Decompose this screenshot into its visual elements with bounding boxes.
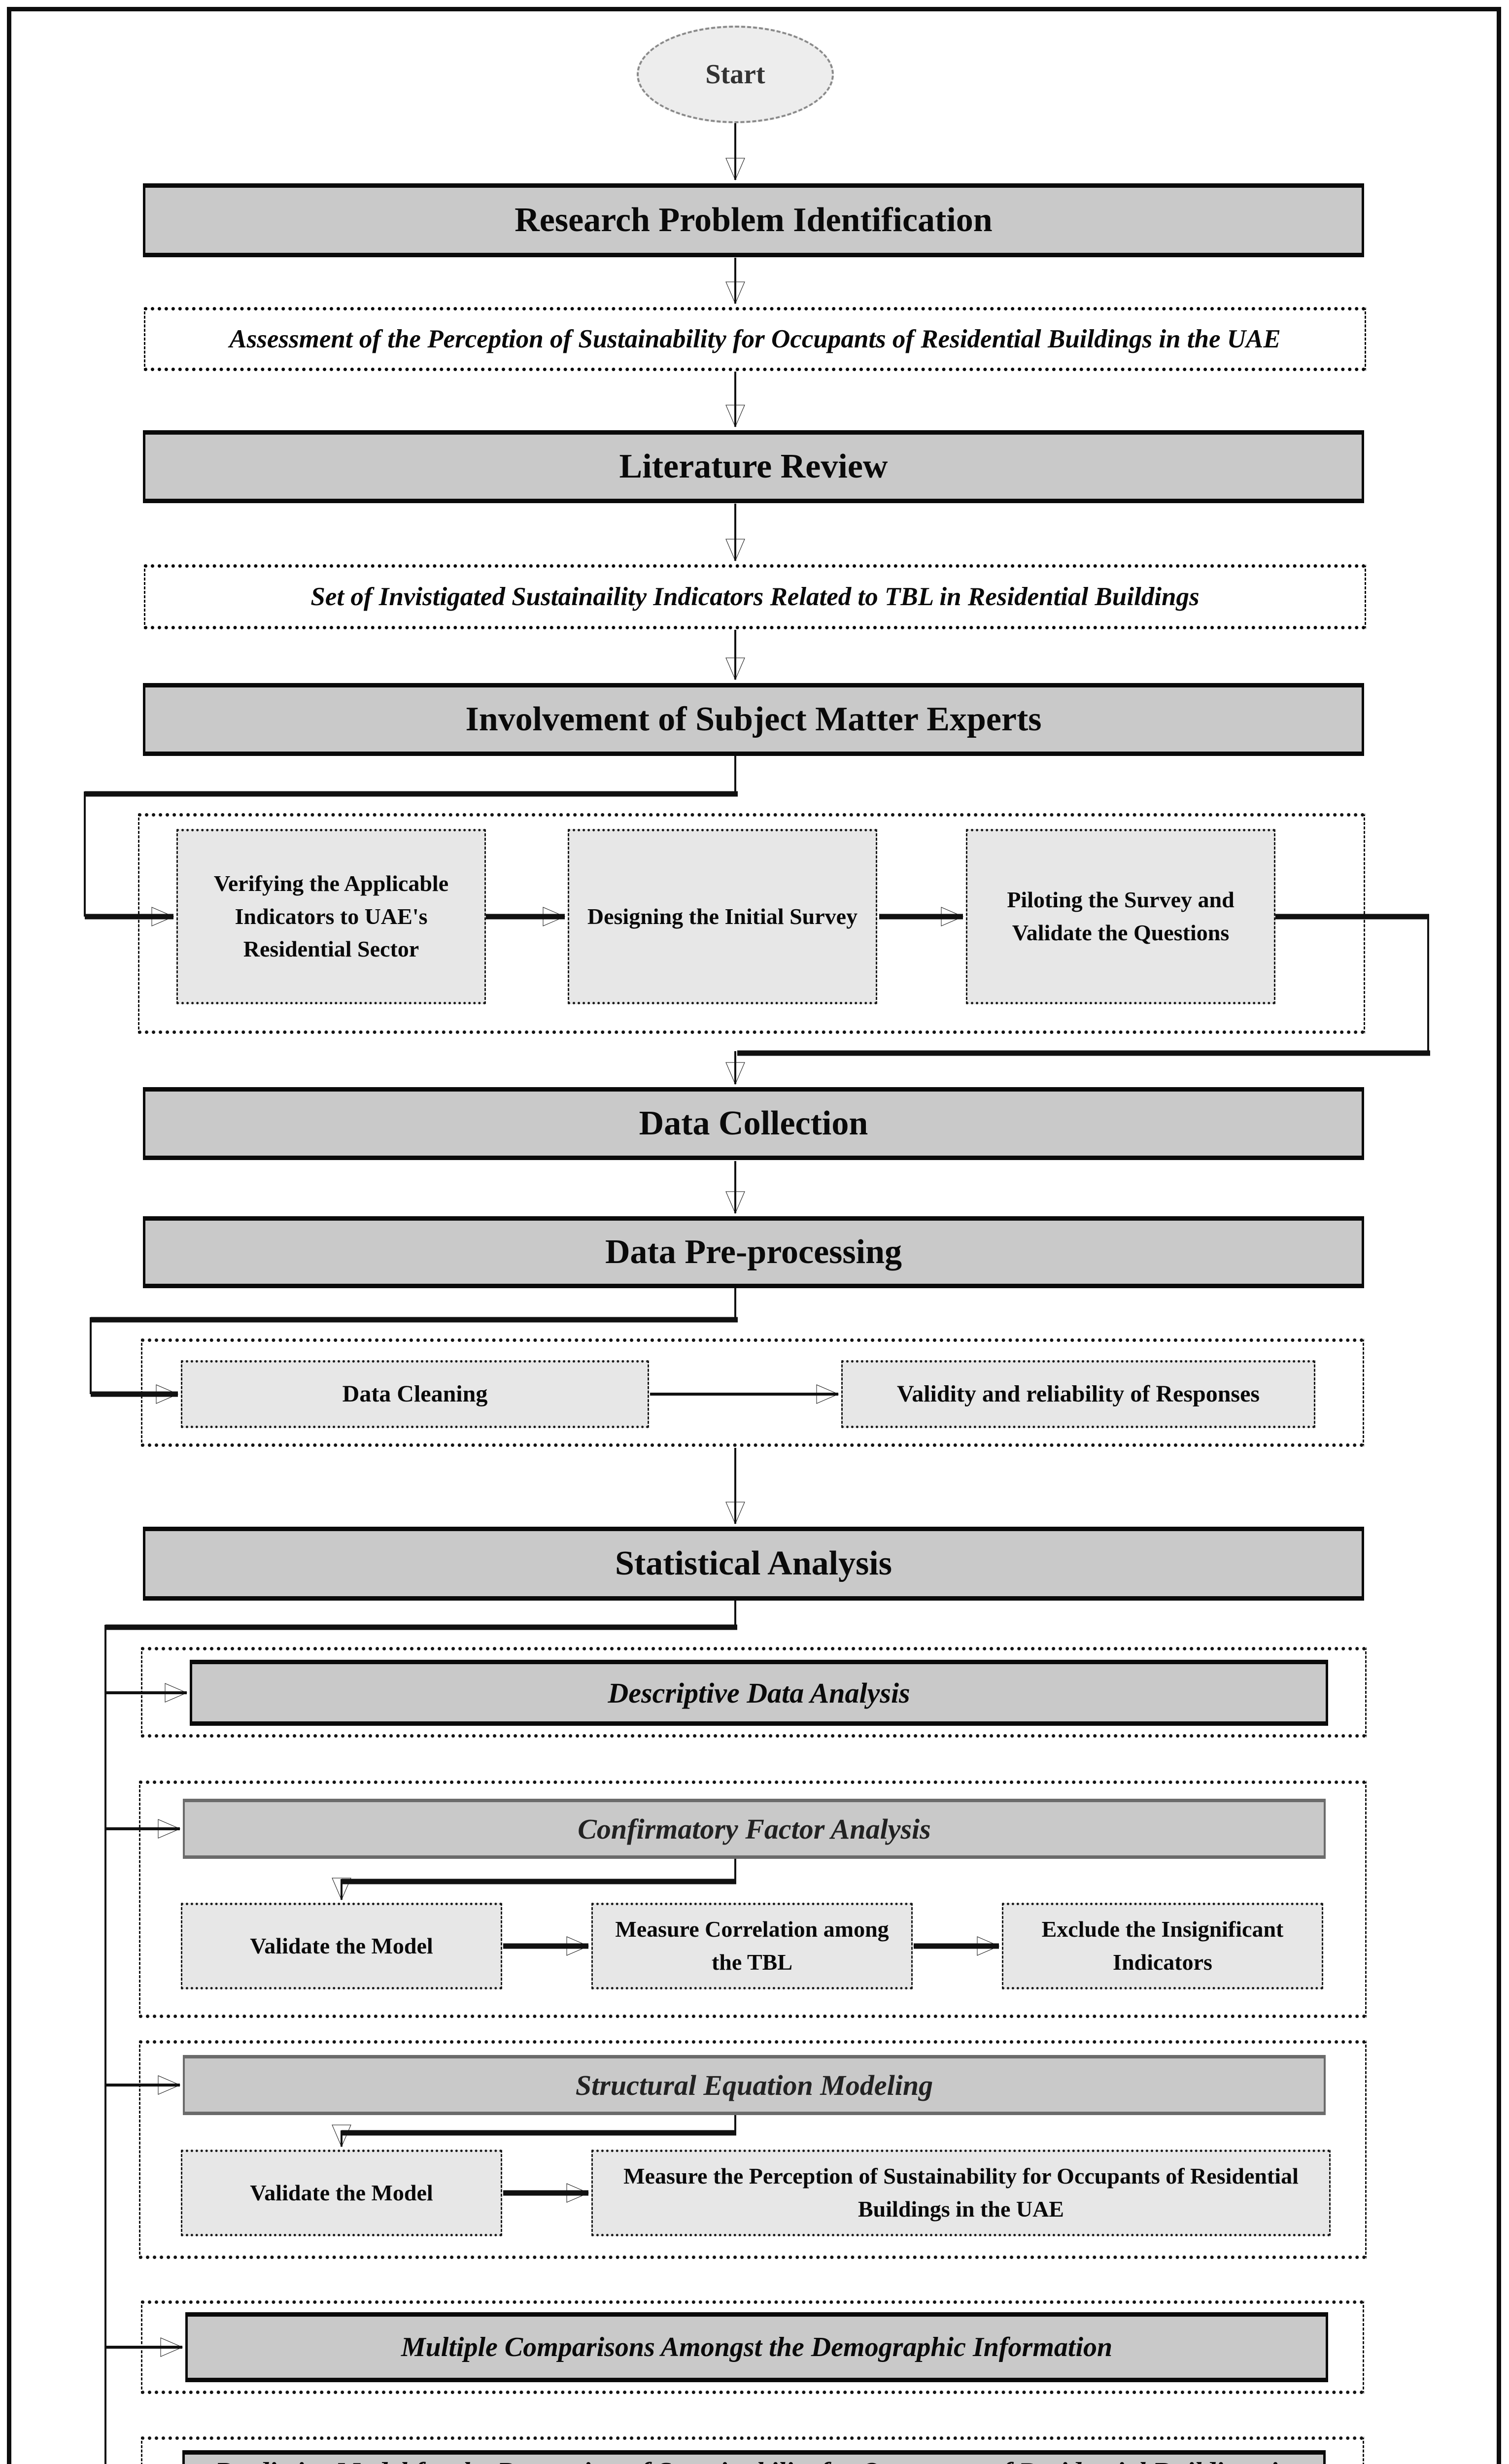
subprocess-predictive-model-label: Predictive Model for the Perception of S…: [205, 2454, 1303, 2464]
subprocess-descriptive-analysis: Descriptive Data Analysis: [190, 1660, 1328, 1726]
step-sem-validate-model-label: Validate the Model: [250, 2180, 433, 2205]
step-cfa-measure-correlation-label: Measure Correlation among the TBL: [615, 1916, 889, 1975]
process-statistical-analysis-label: Statistical Analysis: [615, 1544, 892, 1582]
step-piloting-survey: Piloting the Survey and Validate the Que…: [966, 829, 1275, 1004]
note-indicators-label: Set of Invistigated Sustainaility Indica…: [310, 582, 1200, 611]
subprocess-multiple-comparisons-label: Multiple Comparisons Amongst the Demogra…: [401, 2332, 1113, 2362]
step-sem-validate-model: Validate the Model: [181, 2150, 502, 2236]
process-involvement-sme: Involvement of Subject Matter Experts: [143, 683, 1364, 756]
subprocess-cfa-label: Confirmatory Factor Analysis: [578, 1813, 931, 1845]
subprocess-multiple-comparisons: Multiple Comparisons Amongst the Demogra…: [185, 2312, 1328, 2382]
process-statistical-analysis: Statistical Analysis: [143, 1527, 1364, 1601]
process-research-problem-label: Research Problem Identification: [514, 201, 993, 239]
step-cfa-validate-model-label: Validate the Model: [250, 1933, 433, 1958]
subprocess-predictive-model: Predictive Model for the Perception of S…: [182, 2450, 1326, 2464]
step-data-cleaning: Data Cleaning: [181, 1360, 649, 1428]
outer-frame: [7, 7, 1501, 2464]
step-verifying-indicators-label: Verifying the Applicable Indicators to U…: [213, 870, 449, 962]
step-data-cleaning-label: Data Cleaning: [342, 1381, 488, 1407]
process-data-preprocessing-label: Data Pre-processing: [605, 1233, 902, 1271]
container-sem: [139, 2040, 1367, 2259]
step-validity-reliability: Validity and reliability of Responses: [841, 1360, 1315, 1428]
container-cfa: [139, 1780, 1367, 2018]
subprocess-sem: Structural Equation Modeling: [183, 2055, 1326, 2115]
process-research-problem: Research Problem Identification: [143, 183, 1364, 257]
note-indicators: Set of Invistigated Sustainaility Indica…: [144, 564, 1366, 629]
container-sme-steps: [138, 813, 1365, 1034]
step-cfa-validate-model: Validate the Model: [181, 1903, 502, 1989]
subprocess-cfa: Confirmatory Factor Analysis: [183, 1799, 1326, 1859]
step-cfa-exclude-indicators-label: Exclude the Insignificant Indicators: [1041, 1916, 1284, 1975]
step-validity-reliability-label: Validity and reliability of Responses: [896, 1381, 1260, 1407]
process-data-collection: Data Collection: [143, 1087, 1364, 1160]
process-literature-review: Literature Review: [143, 430, 1364, 503]
start-label: Start: [705, 59, 765, 90]
container-predictive: [141, 2436, 1364, 2464]
process-literature-review-label: Literature Review: [619, 447, 888, 485]
note-assessment-label: Assessment of the Perception of Sustaina…: [229, 325, 1281, 353]
start-terminator: Start: [637, 26, 834, 123]
step-cfa-measure-correlation: Measure Correlation among the TBL: [591, 1903, 913, 1989]
step-sem-measure-perception: Measure the Perception of Sustainability…: [591, 2150, 1331, 2236]
step-sem-measure-perception-label: Measure the Perception of Sustainability…: [623, 2163, 1299, 2222]
process-data-collection-label: Data Collection: [639, 1104, 868, 1142]
step-designing-survey-label: Designing the Initial Survey: [587, 903, 858, 929]
subprocess-sem-label: Structural Equation Modeling: [575, 2069, 933, 2101]
step-verifying-indicators: Verifying the Applicable Indicators to U…: [176, 829, 486, 1004]
note-assessment: Assessment of the Perception of Sustaina…: [144, 307, 1366, 371]
step-cfa-exclude-indicators: Exclude the Insignificant Indicators: [1002, 1903, 1323, 1989]
process-data-preprocessing: Data Pre-processing: [143, 1216, 1364, 1288]
subprocess-descriptive-analysis-label: Descriptive Data Analysis: [608, 1677, 910, 1709]
step-piloting-survey-label: Piloting the Survey and Validate the Que…: [1007, 887, 1235, 945]
step-designing-survey: Designing the Initial Survey: [568, 829, 877, 1004]
process-involvement-sme-label: Involvement of Subject Matter Experts: [465, 700, 1042, 738]
